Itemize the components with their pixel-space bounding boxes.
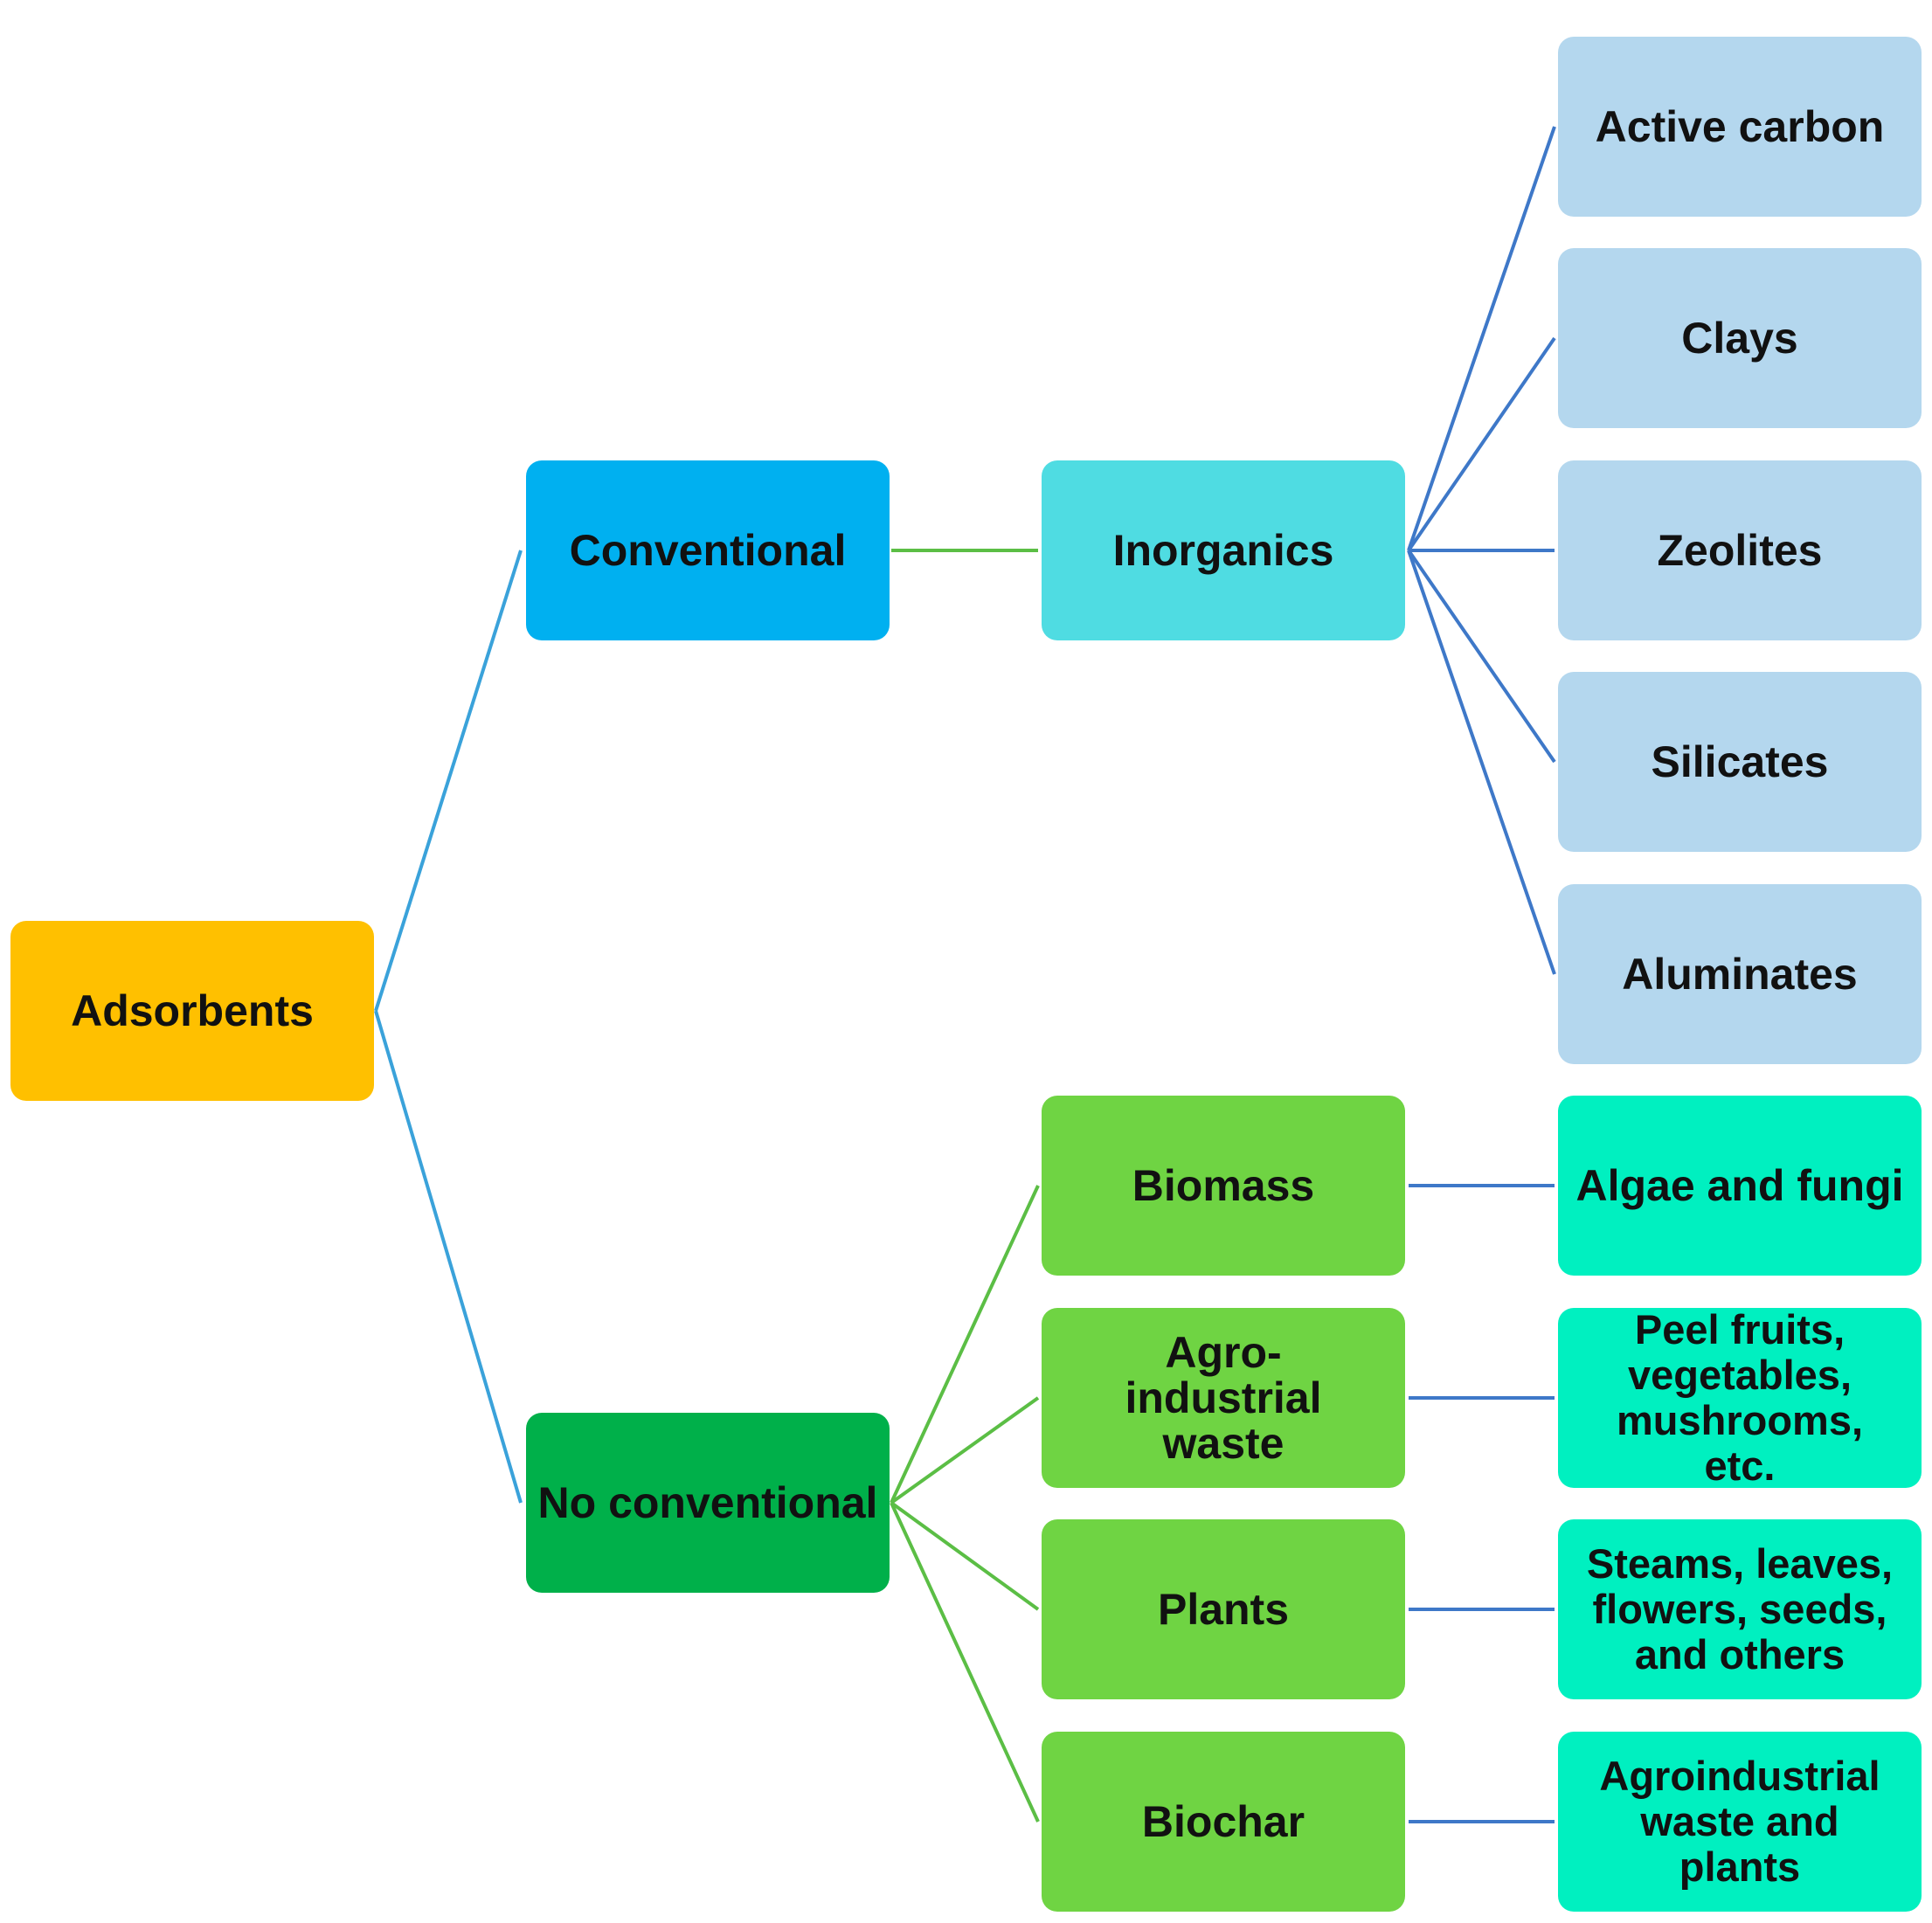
- node-aluminates: Aluminates: [1558, 884, 1922, 1064]
- node-steams-leaves: Steams, leaves, flowers, seeds, and othe…: [1558, 1519, 1922, 1699]
- node-label: Adsorbents: [71, 986, 314, 1035]
- node-label: Plants: [1157, 1585, 1290, 1634]
- node-silicates: Silicates: [1558, 672, 1922, 852]
- connector-no-conventional-category: [890, 1185, 1040, 1504]
- node-conventional: Conventional: [526, 460, 890, 640]
- node-label: Steams, leaves, flowers, seeds, and othe…: [1586, 1540, 1894, 1677]
- node-label: Agro-industrial waste: [1125, 1328, 1322, 1468]
- node-zeolites: Zeolites: [1558, 460, 1922, 640]
- node-agroindustrial-waste-plants: Agroindustrial waste and plants: [1558, 1732, 1922, 1912]
- node-peel-fruits: Peel fruits, vegetables, mushrooms, etc.: [1558, 1306, 1922, 1489]
- connector-inorganics-item: [1407, 126, 1556, 551]
- node-label: Clays: [1681, 314, 1798, 363]
- node-label: Inorganics: [1112, 526, 1334, 575]
- connector-no-conventional-category: [890, 1502, 1040, 1823]
- connector-inorganics-item: [1407, 549, 1556, 764]
- node-label: Active carbon: [1595, 102, 1885, 151]
- connector-root-no-conventional: [374, 1010, 523, 1504]
- node-clays: Clays: [1558, 248, 1922, 428]
- node-label: Conventional: [569, 526, 847, 575]
- connector-inorganics-item: [1407, 336, 1556, 552]
- node-label: No conventional: [537, 1478, 878, 1527]
- node-no-conventional: No conventional: [526, 1413, 890, 1593]
- connector-inorganics-item: [1407, 550, 1556, 975]
- node-biochar: Biochar: [1042, 1732, 1405, 1912]
- node-label: Aluminates: [1622, 950, 1858, 999]
- node-biomass: Biomass: [1042, 1096, 1405, 1276]
- node-agro-industrial-waste: Agro-industrial waste: [1042, 1308, 1405, 1488]
- node-label: Peel fruits, vegetables, mushrooms, etc.: [1616, 1306, 1864, 1489]
- node-label: Zeolites: [1657, 526, 1823, 575]
- connector-root-conventional: [374, 550, 523, 1012]
- connector-no-conventional-category: [890, 1501, 1040, 1611]
- node-label: Algae and fungi: [1575, 1161, 1904, 1210]
- node-inorganics: Inorganics: [1042, 460, 1405, 640]
- node-adsorbents: Adsorbents: [10, 921, 374, 1101]
- connector-no-conventional-category: [890, 1396, 1040, 1505]
- node-label: Biomass: [1132, 1161, 1315, 1210]
- node-active-carbon: Active carbon: [1558, 37, 1922, 217]
- node-label: Biochar: [1141, 1797, 1305, 1846]
- node-plants: Plants: [1042, 1519, 1405, 1699]
- node-label: Silicates: [1651, 737, 1829, 786]
- node-label: Agroindustrial waste and plants: [1599, 1753, 1880, 1890]
- node-algae-and-fungi: Algae and fungi: [1558, 1096, 1922, 1276]
